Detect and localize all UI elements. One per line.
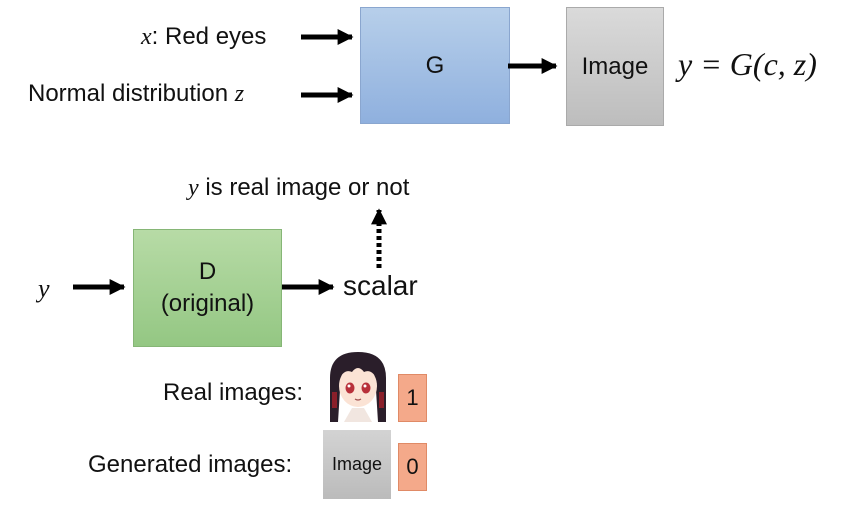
generator-equation: y = G(c, z) bbox=[678, 46, 817, 82]
input-x-label: x: Red eyes bbox=[141, 23, 267, 50]
real-score-badge: 1 bbox=[398, 374, 427, 422]
input-x-text: : Red eyes bbox=[151, 23, 267, 50]
discriminator-question: y is real image or not bbox=[188, 174, 410, 201]
question-text: is real image or not bbox=[198, 174, 410, 201]
discriminator-sublabel: (original) bbox=[160, 290, 255, 317]
output-image-label: Image bbox=[581, 52, 649, 80]
generated-score: 0 bbox=[406, 454, 419, 479]
input-z-var: z bbox=[234, 81, 245, 107]
input-z-text: Normal distribution bbox=[28, 80, 235, 107]
anime-face-image bbox=[322, 350, 394, 422]
real-images-label: Real images: bbox=[163, 379, 304, 406]
input-z-label: Normal distribution z bbox=[28, 80, 245, 107]
generator-label: G bbox=[425, 51, 445, 79]
real-score: 1 bbox=[406, 385, 419, 410]
generated-score-badge: 0 bbox=[398, 443, 427, 491]
generated-images-label: Generated images: bbox=[88, 451, 293, 478]
scalar-label: scalar bbox=[343, 270, 418, 301]
discriminator-box: D (original) bbox=[133, 229, 282, 347]
input-x-var: x bbox=[141, 24, 152, 50]
generated-image-label: Image bbox=[331, 454, 383, 474]
question-var: y bbox=[188, 175, 199, 201]
discriminator-label: D bbox=[198, 257, 217, 285]
output-image-box: Image bbox=[566, 7, 664, 126]
discriminator-input-var: y bbox=[38, 274, 50, 303]
generated-image-box: Image bbox=[323, 430, 391, 499]
